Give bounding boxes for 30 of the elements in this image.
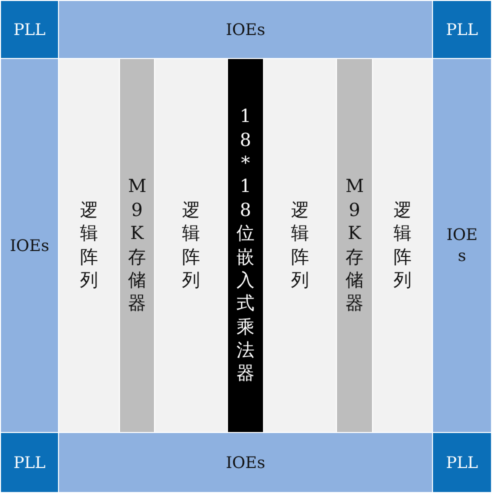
block-label: 18*18位嵌入式乘法器 bbox=[236, 105, 254, 386]
block-label: IOEs bbox=[226, 20, 266, 40]
pll-block bbox=[0, 432, 59, 493]
logic-array-column bbox=[154, 58, 228, 433]
block-label: PLL bbox=[446, 20, 478, 40]
block-label: M9K存储器 bbox=[128, 175, 146, 316]
logic-array-column bbox=[263, 58, 337, 433]
block-label: 逻辑阵列 bbox=[182, 198, 200, 292]
pll-block bbox=[432, 0, 492, 59]
memory-column bbox=[119, 58, 155, 433]
logic-array-column bbox=[372, 58, 433, 433]
block-label: IOEs bbox=[445, 224, 479, 266]
pll-block bbox=[432, 432, 492, 493]
io-bank bbox=[58, 432, 433, 493]
block-label: 逻辑阵列 bbox=[291, 198, 309, 292]
io-bank bbox=[58, 0, 433, 59]
logic-array-column bbox=[58, 58, 120, 433]
block-label: IOEs bbox=[226, 452, 266, 472]
block-label: PLL bbox=[446, 452, 478, 472]
multiplier-column bbox=[227, 58, 264, 433]
block-label: 逻辑阵列 bbox=[394, 198, 412, 292]
block-label: 逻辑阵列 bbox=[80, 198, 98, 292]
block-label: PLL bbox=[13, 452, 46, 472]
io-bank bbox=[0, 58, 59, 433]
block-label: PLL bbox=[13, 20, 46, 40]
io-bank bbox=[432, 58, 492, 433]
block-label: M9K存储器 bbox=[346, 175, 364, 316]
memory-column bbox=[336, 58, 373, 433]
block-label: IOEs bbox=[10, 236, 50, 256]
pll-block bbox=[0, 0, 59, 59]
